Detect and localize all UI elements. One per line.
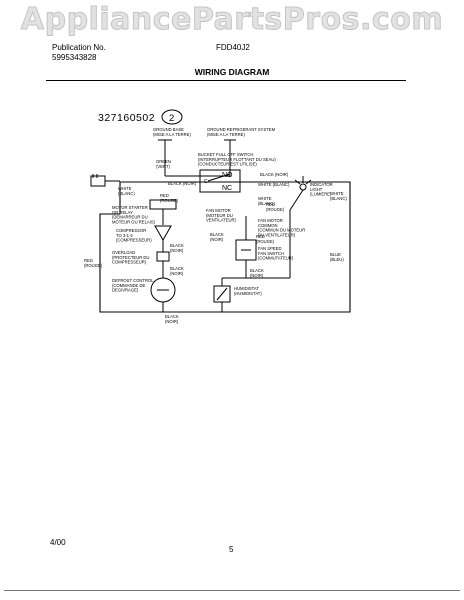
publication-number: 5995343828 [52,53,97,62]
revision-number: 2 [169,113,174,124]
black-wire-label-2: BLACK (NOIR) [260,172,289,177]
ground-base-label: GROUND BASE(MISE A LA TERRE) [153,127,191,137]
page-number: 5 [229,545,234,554]
red-wire-label-2: RED(ROUGE) [266,202,285,212]
model-number: FDD40J2 [216,43,250,52]
blue-wire-label: BLUE(BLEU) [330,252,344,262]
publication-label: Publication No. [52,43,106,52]
part-number: 327160502 [98,112,155,124]
black-wire-label-3: BLACK(NOIR) [170,243,184,253]
green-wire-label: GREEN(VERT) [156,159,171,169]
footer-date: 4/00 [50,538,66,547]
black-wire-label-1: BLACK (NOIR) [168,181,197,186]
bucket-switch-label: BUCKET FULL OFF SWITCH(INTERRUPTEUR FLOT… [198,152,276,167]
switch-no-label: NO [222,172,233,179]
black-wire-label-6: BLACK(NOIR) [250,268,264,278]
footer-rule [4,590,460,591]
page-title: WIRING DIAGRAM [194,67,270,77]
white-wire-label-left: WHITE(BLANC) [118,186,135,196]
white-wire-label-far-right: WHITE(BLANC) [330,191,347,201]
black-wire-label-4: BLACK(NOIR) [210,232,224,242]
red-wire-label-1: RED(ROUGE) [160,193,179,203]
white-wire-label-1: WHITE (BLANC) [258,182,290,187]
revision-circle [161,109,183,125]
switch-c-label: C [204,179,208,185]
red-wire-label-left: RED(ROUGE) [84,258,103,268]
white-wire-label-right: WHITE(BLANC) [258,196,275,206]
red-wire-label-3: RED(ROUGE) [256,234,275,244]
watermark: AppliancePartsPros.com [20,2,444,38]
black-wire-label-bottom: BLACK(NOIR) [165,314,179,324]
diagram-labels: GROUND BASE(MISE A LA TERRE) GROUND REFR… [84,127,347,324]
switch-nc-label: NC [222,185,232,192]
black-wire-label-5: BLACK(NOIR) [170,266,184,276]
humidistat-label: HUMIDISTAT(HUMIDISTAT) [234,286,262,296]
title-rule [46,80,406,81]
ground-refrigerant-label: GROUND REFRIGERANT SYSTEM(MISE A LA TERR… [207,127,276,137]
